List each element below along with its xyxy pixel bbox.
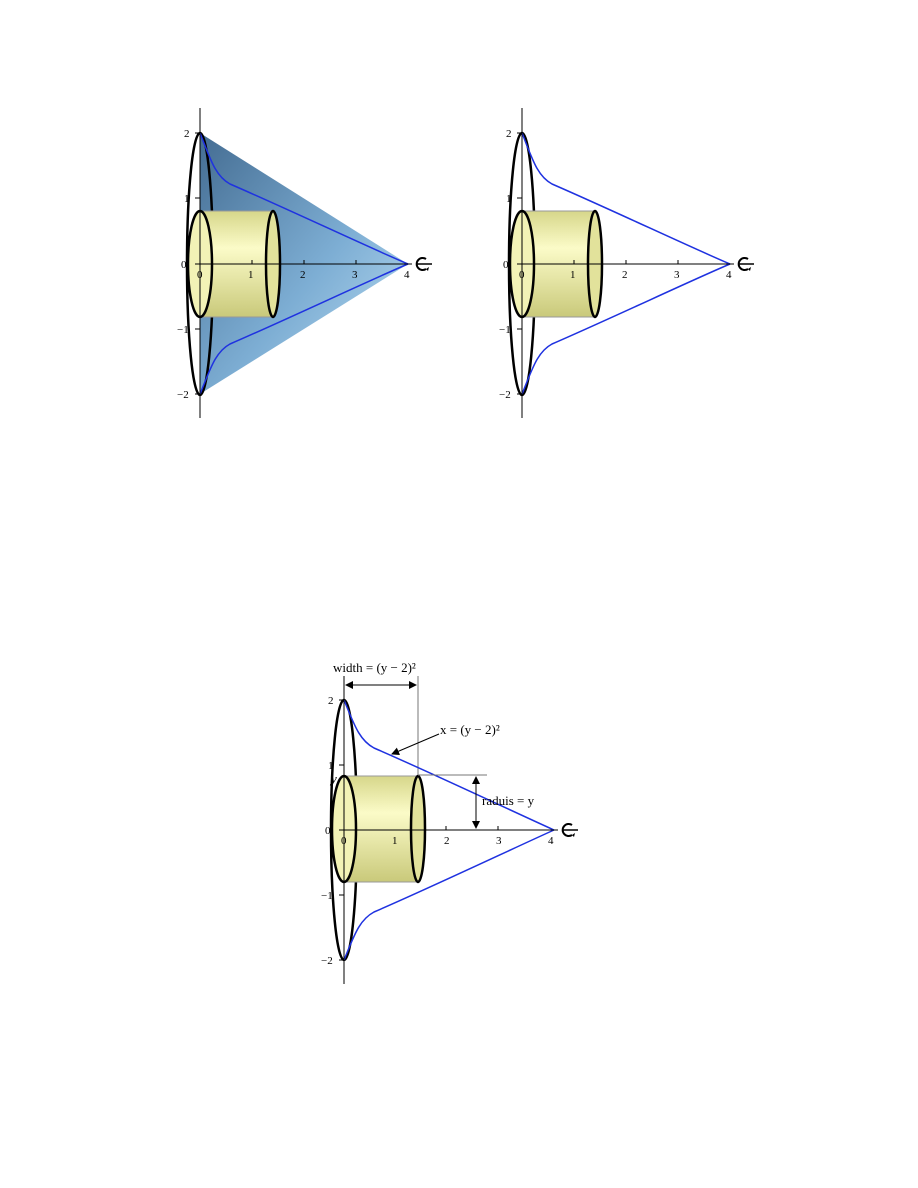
y-tick: 2 (506, 128, 512, 140)
y-tick: −2 (321, 955, 333, 967)
y-tick: 0 (325, 825, 331, 837)
curve-label: x = (y − 2)² (440, 722, 500, 737)
x-tick-labels: 0 1 2 3 4 (341, 826, 554, 847)
y-tick: −2 (499, 389, 511, 401)
x-tick: 3 (496, 835, 502, 847)
curve-upper (343, 699, 555, 831)
x-tick: 2 (622, 269, 628, 281)
y-tick: 2 (328, 695, 334, 707)
x-tick: 3 (352, 269, 358, 281)
cylindrical-shell (330, 774, 427, 884)
y-tick: −1 (321, 890, 333, 902)
y-tick: 1 (506, 193, 512, 205)
rotation-arrow-icon (737, 257, 754, 271)
x-tick: 1 (248, 269, 254, 281)
y-tick: −1 (499, 324, 511, 336)
radius-label: raduis = y (482, 793, 535, 808)
x-tick: 4 (548, 835, 554, 847)
y-label: y (329, 771, 337, 786)
figure-solid-shaded: 2 1 0 −1 −2 0 1 2 3 4 (177, 108, 432, 418)
y-tick: 0 (181, 259, 187, 271)
figure-solid-outline: 2 1 0 −1 −2 0 1 2 3 4 (499, 108, 754, 418)
x-tick: 4 (726, 269, 732, 281)
x-tick: 3 (674, 269, 680, 281)
curve-pointer-arrow (391, 733, 440, 755)
x-tick-labels: 0 1 2 3 4 (519, 260, 732, 281)
x-tick: 1 (392, 835, 398, 847)
y-tick-labels: 2 1 0 −1 −2 (177, 128, 200, 401)
x-tick: 2 (300, 269, 306, 281)
x-tick-labels: 0 1 2 3 4 (197, 260, 410, 281)
x-tick: 0 (341, 835, 347, 847)
curve-upper (521, 132, 731, 265)
y-tick: 1 (184, 193, 190, 205)
y-tick-labels: 2 1 0 −1 −2 (321, 695, 344, 967)
rotation-arrow-icon (415, 257, 432, 271)
x-tick: 1 (570, 269, 576, 281)
curve-lower (343, 829, 555, 961)
width-label: width = (y − 2)² (333, 660, 416, 675)
figure-solid-annotated: width = (y − 2)² x = (y − 2)² raduis = y… (321, 660, 578, 984)
x-tick: 0 (519, 269, 525, 281)
y-tick: 1 (328, 760, 334, 772)
x-tick: 2 (444, 835, 450, 847)
x-tick: 0 (197, 269, 203, 281)
curve-lower (521, 263, 731, 395)
rotation-arrow-icon (561, 823, 578, 837)
y-tick: −2 (177, 389, 189, 401)
y-tick-labels: 2 1 0 −1 −2 (499, 128, 522, 401)
curve-upper (199, 132, 409, 265)
x-tick: 4 (404, 269, 410, 281)
y-tick: 2 (184, 128, 190, 140)
y-tick: −1 (177, 324, 189, 336)
curve-lower (199, 263, 409, 395)
y-tick: 0 (503, 259, 509, 271)
